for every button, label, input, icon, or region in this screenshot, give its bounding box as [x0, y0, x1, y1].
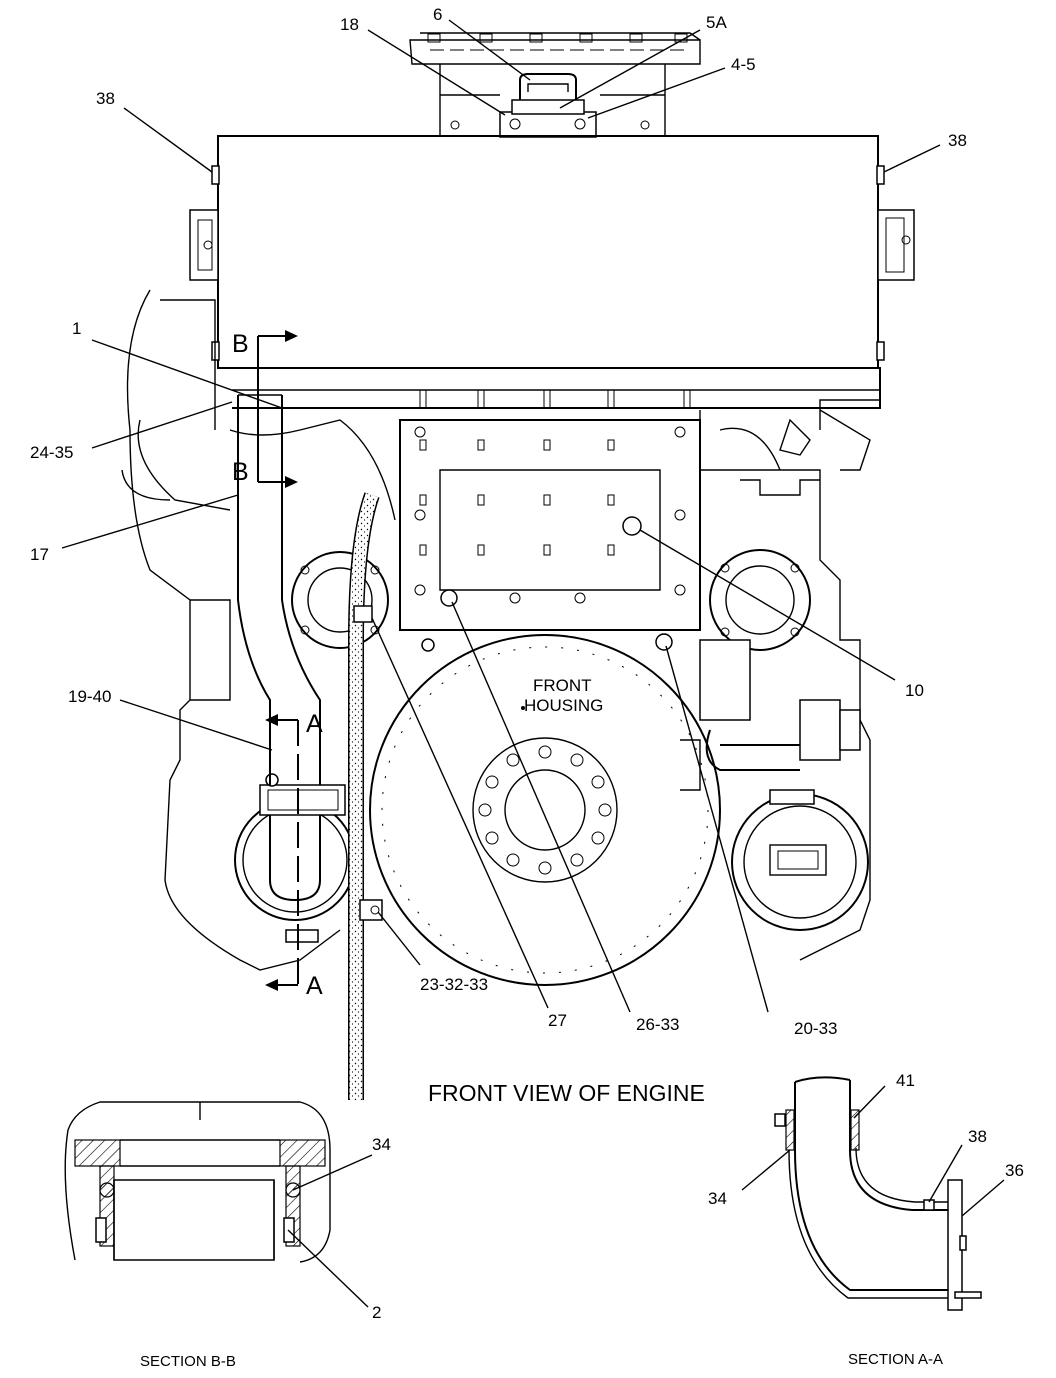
callout-26-33: 26-33 — [636, 1015, 679, 1034]
callout-17: 17 — [30, 545, 49, 564]
section-bb-callout-34: 34 — [372, 1135, 391, 1154]
main-view-title: FRONT VIEW OF ENGINE — [428, 1080, 705, 1106]
section-bb-callout-2: 2 — [372, 1303, 381, 1322]
left-drum — [291, 551, 389, 649]
section-a-bottom-label: A — [306, 972, 323, 1000]
callout-5a: 5A — [706, 13, 727, 32]
left-lower-elbow — [234, 773, 356, 943]
section-b-bottom-label: B — [232, 458, 249, 486]
callout-10: 10 — [905, 681, 924, 700]
section-bb-caption: SECTION B-B — [140, 1353, 236, 1370]
callout-19-40: 19-40 — [68, 687, 111, 706]
callout-leaders — [61, 19, 941, 1013]
section-b-top-label: B — [232, 330, 249, 358]
breather-hose — [348, 492, 383, 1100]
callout-1: 1 — [72, 319, 81, 338]
callout-23-32-33: 23-32-33 — [420, 975, 488, 994]
section-a-cut — [265, 714, 299, 991]
right-drum — [709, 549, 811, 651]
section-aa-callout-34: 34 — [708, 1189, 727, 1208]
front-housing-label-2: HOUSING — [524, 696, 603, 715]
callout-4-5: 4-5 — [731, 55, 756, 74]
section-aa-caption: SECTION A-A — [848, 1351, 943, 1368]
callout-38-right: 38 — [948, 131, 967, 150]
right-lower-pump — [680, 639, 869, 931]
section-aa-callout-38: 38 — [968, 1127, 987, 1146]
callout-18: 18 — [340, 15, 359, 34]
section-aa-callout-41: 41 — [896, 1071, 915, 1090]
front-housing-label-1: FRONT — [533, 676, 592, 695]
section-a-top-label: A — [306, 710, 323, 738]
callout-24-35: 24-35 — [30, 443, 73, 462]
section-bb-detail — [64, 1101, 373, 1308]
section-aa-detail — [741, 1076, 1005, 1311]
engine-body — [121, 289, 881, 971]
callout-20-33: 20-33 — [794, 1019, 837, 1038]
filter-housing-box — [189, 135, 915, 369]
section-aa-callout-36: 36 — [1005, 1161, 1024, 1180]
section-b-cut — [257, 330, 298, 488]
callout-6: 6 — [433, 5, 442, 24]
top-mount-bracket — [409, 32, 701, 138]
callout-27: 27 — [548, 1011, 567, 1030]
front-housing — [369, 634, 721, 986]
callout-38-left: 38 — [96, 89, 115, 108]
